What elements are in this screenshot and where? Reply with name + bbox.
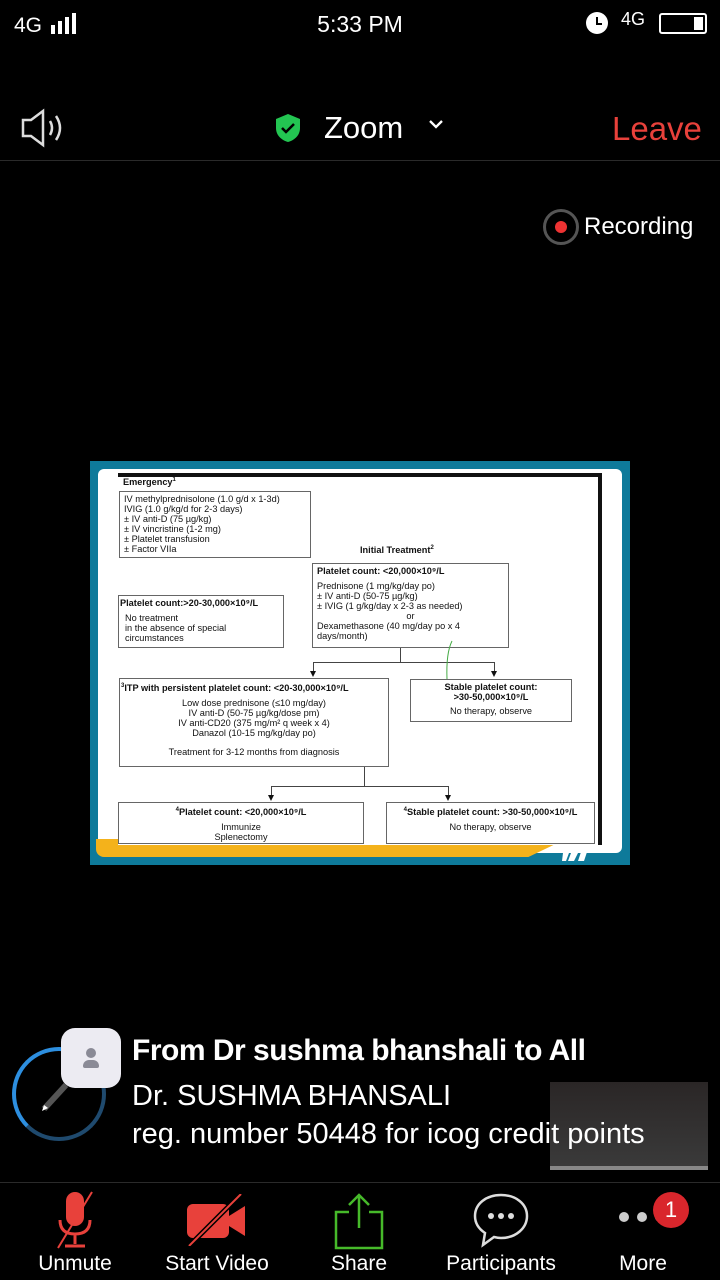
alarm-icon [586, 12, 608, 34]
self-video-thumbnail[interactable] [550, 1082, 708, 1170]
signal-icon [48, 12, 76, 34]
arrow-down-icon [268, 795, 274, 801]
meeting-title[interactable]: Zoom [324, 110, 404, 145]
connector [400, 648, 401, 662]
more-label: More [619, 1252, 667, 1275]
unmute-label: Unmute [38, 1252, 112, 1275]
initial-treatment-box: Platelet count: <20,000×10⁹/L Prednisone… [312, 563, 509, 648]
connector [494, 662, 495, 672]
header-divider [0, 160, 720, 161]
connector [271, 786, 448, 787]
notification-badge: 1 [653, 1192, 689, 1228]
battery-icon [659, 13, 707, 34]
annotation-line [446, 640, 453, 680]
connector [271, 786, 272, 796]
microphone-muted-icon [57, 1191, 93, 1249]
arrow-down-icon [445, 795, 451, 801]
speaker-icon[interactable] [20, 108, 70, 148]
connector [364, 767, 365, 786]
emergency-box: IV methylprednisolone (1.0 g/d x 1-3d)IV… [119, 491, 311, 558]
stable-count-box: Stable platelet count:>30-50,000×10⁹/L N… [410, 679, 572, 722]
chat-message-line1: Dr. SUSHMA BHANSALI [132, 1080, 452, 1112]
connector [313, 662, 314, 672]
itp-persistent-box: 3ITP with persistent platelet count: <20… [119, 678, 389, 767]
participants-label: Participants [446, 1252, 556, 1275]
recording-icon [543, 209, 579, 245]
stable-count-box-bottom: 4Stable platelet count: >30-50,000×10⁹/L… [386, 802, 595, 844]
no-treatment-box: Platelet count:>20-30,000×10⁹/L No treat… [118, 595, 284, 648]
leave-button[interactable]: Leave [612, 110, 702, 147]
chat-sender: From Dr sushma bhanshali to All [132, 1034, 586, 1067]
chevron-down-icon[interactable] [428, 116, 444, 132]
share-icon [334, 1193, 384, 1250]
pencil-icon [41, 1082, 69, 1112]
chat-bubble-icon [473, 1193, 529, 1248]
avatar [61, 1028, 121, 1088]
emergency-title: Emergency1 [123, 477, 176, 488]
clock: 5:33 PM [317, 11, 403, 37]
chat-message-line2: reg. number 50448 for icog credit points [132, 1118, 645, 1150]
recording-label: Recording [584, 213, 694, 240]
network-type: 4G [14, 14, 43, 37]
slide-logo [562, 843, 588, 863]
connector [448, 786, 449, 796]
annotate-button[interactable] [12, 1047, 106, 1141]
video-off-icon [187, 1194, 245, 1246]
arrow-down-icon [491, 671, 497, 677]
initial-treatment-title: Initial Treatment2 [360, 545, 434, 556]
shield-check-icon [274, 113, 302, 143]
toolbar-divider [0, 1182, 720, 1183]
network-type-right: 4G [621, 9, 646, 29]
start-video-label: Start Video [165, 1252, 269, 1275]
arrow-down-icon [310, 671, 316, 677]
connector [313, 662, 494, 663]
shared-screen[interactable]: Emergency1 IV methylprednisolone (1.0 g/… [90, 461, 630, 865]
share-label: Share [330, 1252, 388, 1275]
network-indicator-left: 4G [14, 12, 76, 38]
